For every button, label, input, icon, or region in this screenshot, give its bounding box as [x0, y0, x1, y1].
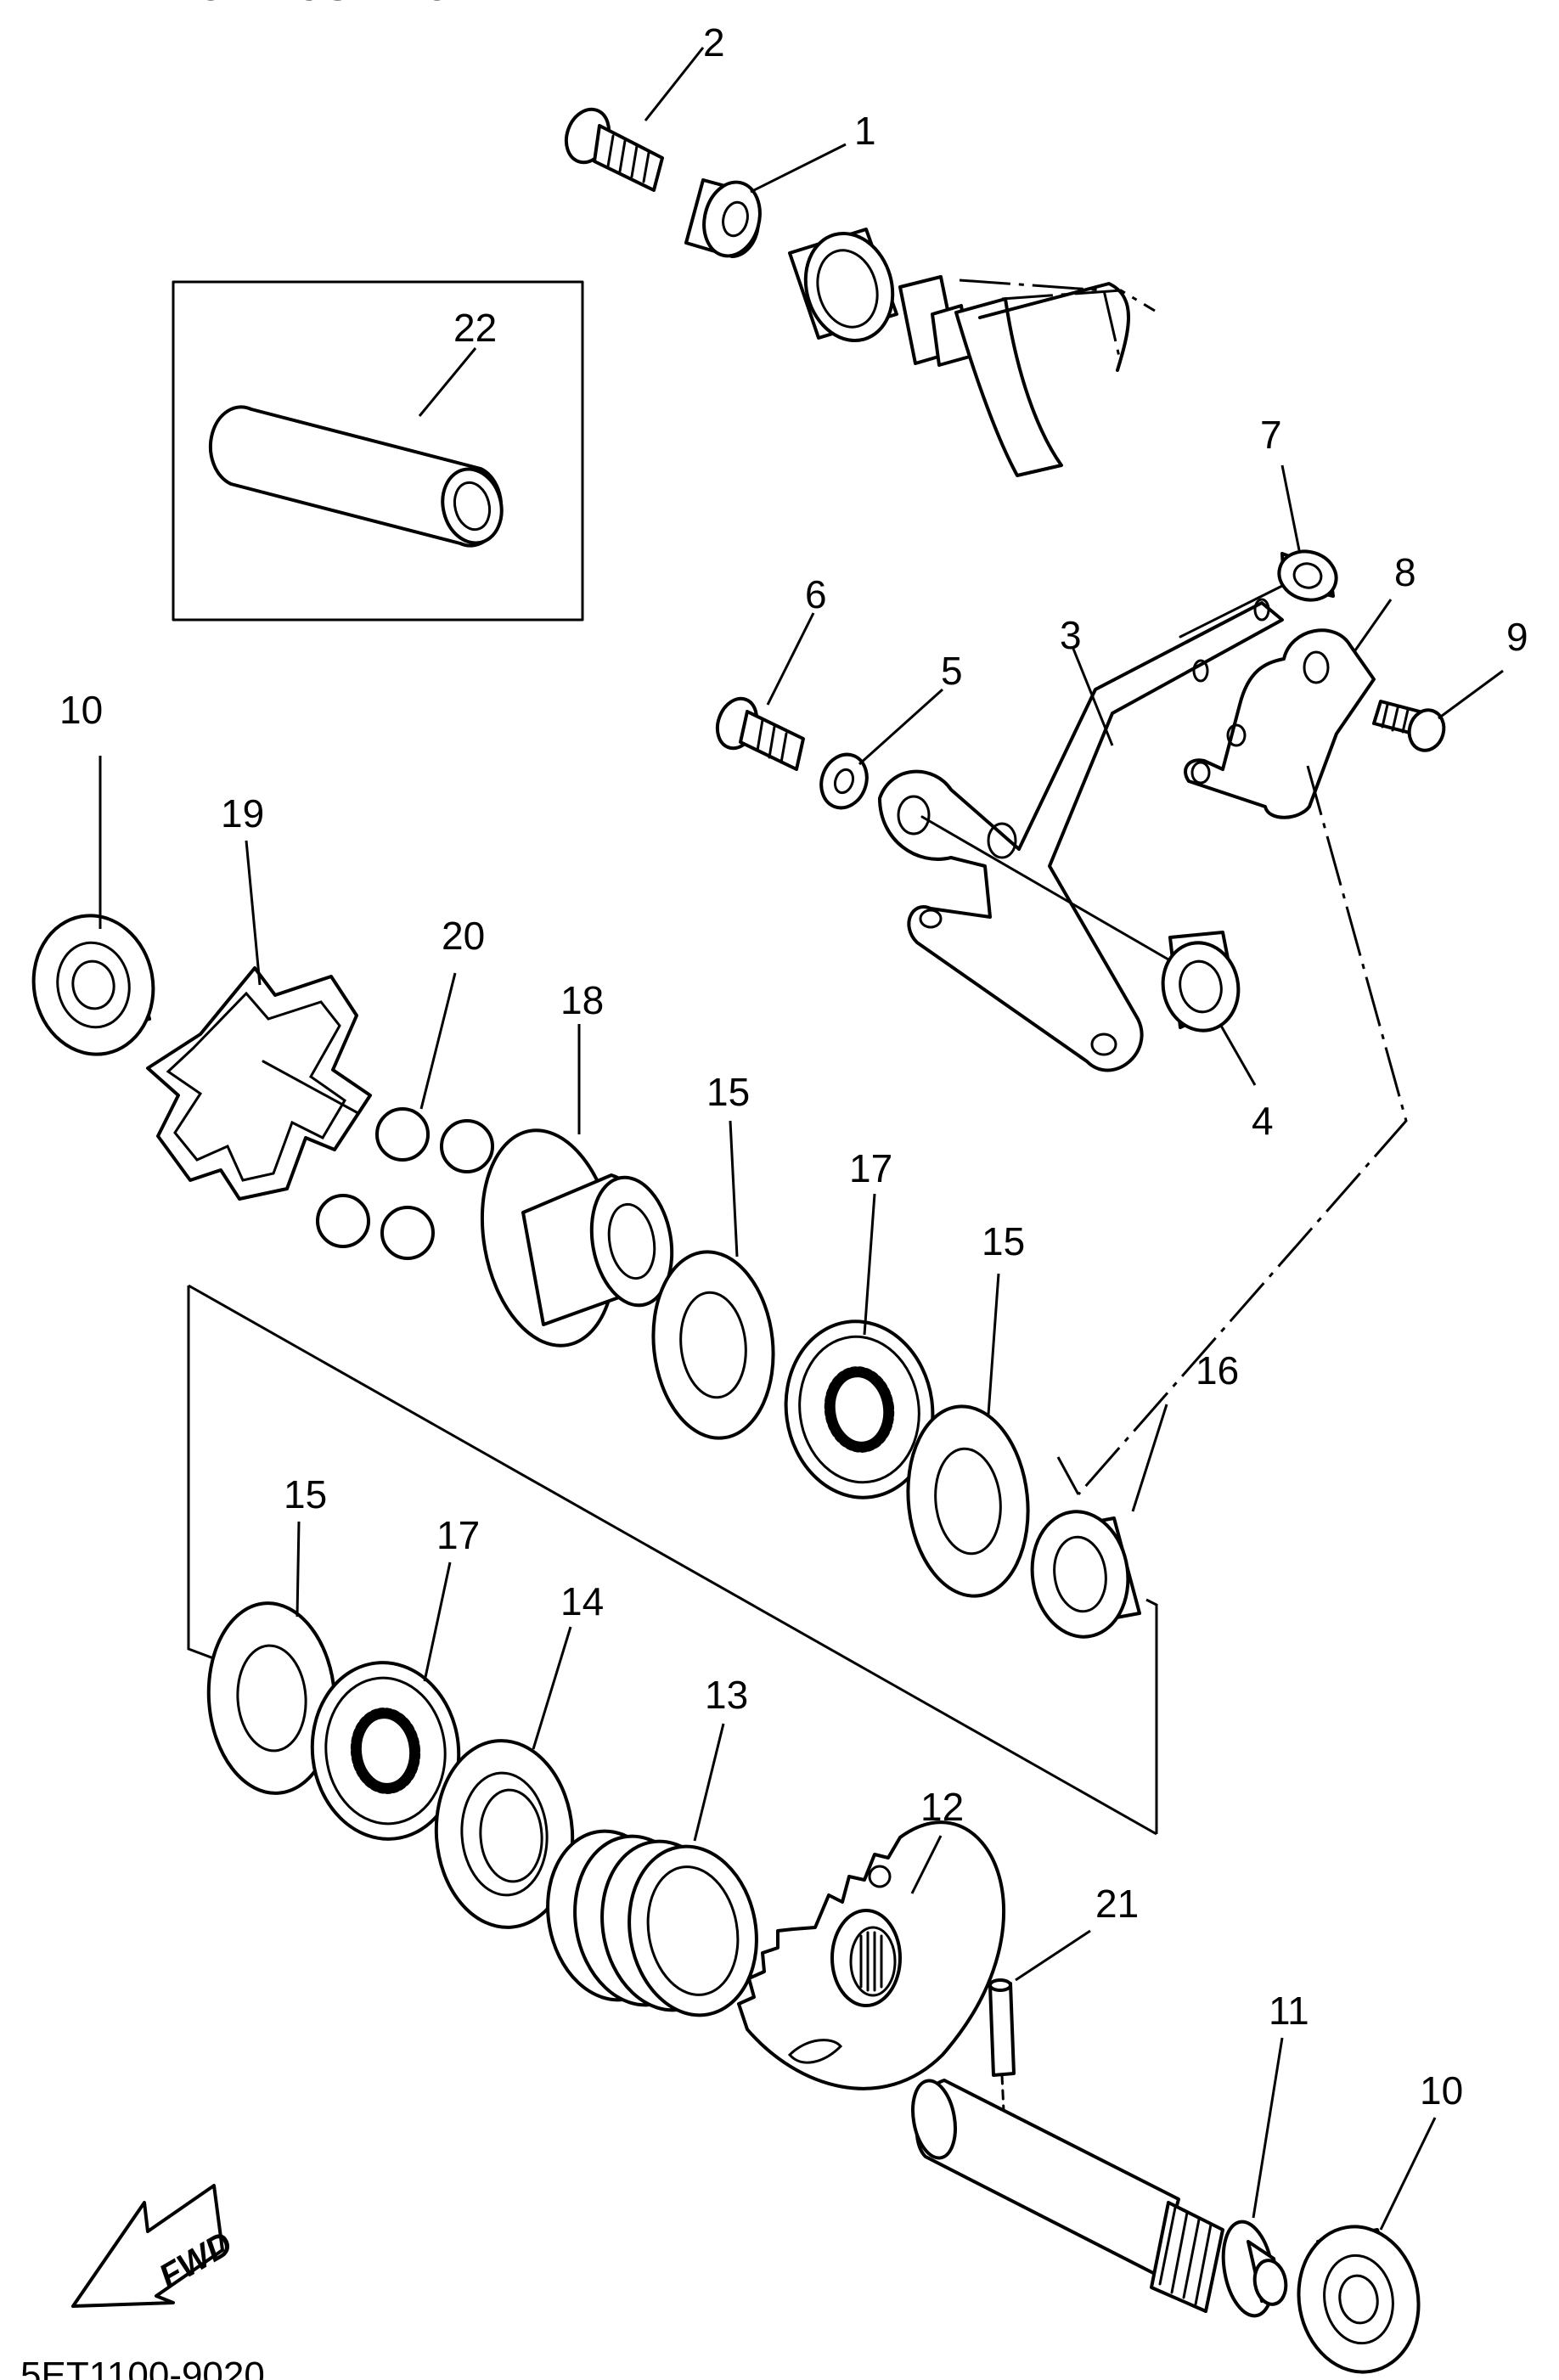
- bearing-17-b: [310, 1661, 461, 1841]
- bracket-8: [1184, 628, 1376, 819]
- leader-11: [1252, 2037, 1284, 2219]
- leader-1: [750, 143, 847, 194]
- bearing-17-a: [784, 1319, 935, 1499]
- starter-motor-group: [564, 47, 1156, 477]
- clutch-stack-row: [206, 1521, 1006, 2090]
- callout-17-b: 17: [436, 1513, 480, 1557]
- leader-16: [1131, 1404, 1168, 1512]
- callout-22: 22: [453, 306, 497, 350]
- hub-18: [480, 1128, 674, 1348]
- leader-13: [693, 1723, 725, 1842]
- callout-9: 9: [1506, 615, 1528, 659]
- leader-15-a: [729, 1120, 739, 1258]
- collar-16: [1030, 1510, 1141, 1639]
- leader-12: [910, 1835, 943, 1894]
- washer-15-a: [651, 1250, 775, 1440]
- shaft-group: [911, 1929, 1437, 2374]
- bolt-2: [564, 107, 664, 192]
- inset-label: FOR PUSH ROD: [170, 0, 482, 9]
- spring-seat-14: [434, 1739, 575, 1929]
- spring-13: [546, 1829, 758, 2017]
- leader-14: [532, 1626, 572, 1750]
- leader-21: [1015, 1929, 1091, 1982]
- bolt-6: [715, 696, 805, 771]
- leader-19: [245, 840, 262, 986]
- leader-3: [1072, 648, 1114, 746]
- callout-4: 4: [1252, 1099, 1274, 1143]
- bearing-10-top: [31, 914, 155, 1056]
- callout-15-c: 15: [284, 1472, 327, 1516]
- washer-15-b: [906, 1404, 1030, 1598]
- callout-12: 12: [920, 1785, 964, 1829]
- callout-5: 5: [941, 649, 963, 693]
- washer-1: [684, 178, 762, 258]
- gear-12: [737, 1820, 1006, 2090]
- drawing-code: 5ET1100-9020: [20, 2355, 265, 2380]
- callout-19: 19: [221, 791, 264, 836]
- bushing-7: [1277, 549, 1338, 602]
- screw-9: [1372, 700, 1446, 752]
- leader-22: [418, 347, 477, 417]
- callout-6: 6: [805, 572, 827, 616]
- callout-11: 11: [1269, 1989, 1309, 2033]
- leader-20: [419, 972, 457, 1110]
- callout-3: 3: [1060, 613, 1082, 657]
- leader-6: [766, 612, 815, 706]
- callout-13: 13: [705, 1673, 748, 1717]
- callout-7: 7: [1260, 413, 1282, 457]
- callout-21: 21: [1095, 1882, 1139, 1926]
- leader-5: [858, 688, 944, 766]
- leader-4: [1219, 1025, 1257, 1086]
- damper-balls-20: [316, 1107, 494, 1260]
- callout-1: 1: [854, 109, 876, 153]
- leader-15-c: [295, 1521, 301, 1618]
- callout-15-b: 15: [982, 1219, 1025, 1263]
- callout-8: 8: [1394, 550, 1416, 594]
- push-rod-inset: FOR PUSH ROD: [170, 0, 584, 622]
- leader-10-bottom: [1379, 2117, 1437, 2231]
- callout-16: 16: [1196, 1348, 1239, 1393]
- damper-19: [146, 966, 372, 1201]
- callout-20: 20: [442, 914, 485, 958]
- shaft-11: [911, 2079, 1288, 2318]
- leader-17-a: [863, 1193, 876, 1336]
- washer-5: [819, 752, 869, 810]
- push-rod-part: [208, 405, 504, 548]
- callout-18: 18: [560, 978, 604, 1022]
- leader-15-b: [987, 1273, 1000, 1415]
- fwd-arrow-icon: FWD: [71, 2184, 239, 2308]
- collar-4: [1161, 931, 1241, 1032]
- lever-arm-3: [878, 584, 1284, 1072]
- leader-8: [1354, 599, 1393, 651]
- callout-numbers: 1 2 3 4 5 6 7 8 9 10 10 11 12 13 14 15 1…: [59, 20, 1528, 2113]
- leader-7: [1280, 464, 1301, 551]
- leader-17-b: [423, 1561, 452, 1682]
- dashed-alignment-line: [1077, 765, 1408, 1495]
- leader-2: [644, 47, 705, 121]
- callout-14: 14: [560, 1579, 604, 1623]
- callout-10-top: 10: [59, 688, 103, 732]
- hub-washer-row: [480, 1024, 1168, 1639]
- motor-shaft-end: [898, 275, 1156, 477]
- callout-10-bottom: 10: [1420, 2068, 1463, 2113]
- collar-cylinder: [788, 228, 898, 343]
- damper-group: [31, 756, 494, 1260]
- callout-15-a: 15: [706, 1070, 750, 1114]
- leader-9: [1438, 669, 1504, 720]
- callout-2: 2: [703, 20, 725, 65]
- pin-21: [988, 1978, 1016, 2124]
- lever-arm-group: [715, 464, 1504, 1495]
- callout-17-a: 17: [849, 1146, 892, 1190]
- bearing-10-bottom: [1297, 2225, 1421, 2374]
